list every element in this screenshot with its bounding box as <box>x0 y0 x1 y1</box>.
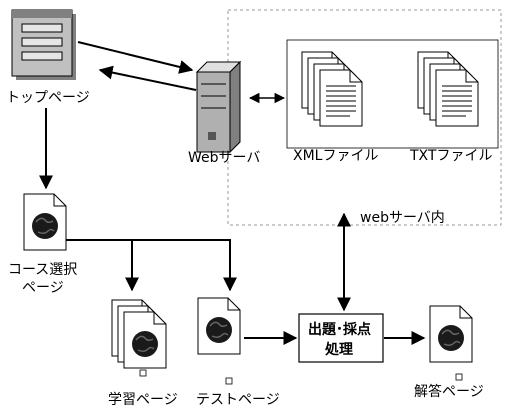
web-server-label: Webサーバ <box>188 150 260 166</box>
top-page-window-icon <box>11 9 76 80</box>
web-server-icon <box>195 60 242 154</box>
course-select-label-line2: ページ <box>22 280 64 296</box>
top-page-label: トップページ <box>6 90 90 106</box>
process-label-line1: 出題･採点 <box>308 321 371 338</box>
process-box <box>298 313 384 363</box>
study-page-label: 学習ページ <box>108 392 178 408</box>
web-server-inside-label: webサーバ内 <box>360 210 445 226</box>
arrow-course-to-test <box>66 239 237 292</box>
answer-page-label: 解答ページ <box>414 383 484 400</box>
answer-page-icon <box>429 305 473 381</box>
xml-file-label: XMLファイル <box>293 148 378 164</box>
xml-file-icon <box>301 51 363 127</box>
test-page-icon <box>197 297 241 385</box>
course-select-label-line1: コース選択 <box>8 262 77 278</box>
process-label-line2: 処理 <box>324 341 353 358</box>
web-server-region <box>227 9 502 226</box>
files-group-box <box>286 39 499 149</box>
txt-file-icon <box>417 51 479 127</box>
course-select-page-icon <box>23 193 67 251</box>
arrow-server-to-top <box>98 65 197 91</box>
txt-file-label: TXTファイル <box>409 148 492 164</box>
study-page-icon <box>111 299 167 377</box>
test-page-label: テストページ <box>196 392 280 408</box>
arrow-top-to-server <box>77 41 194 74</box>
